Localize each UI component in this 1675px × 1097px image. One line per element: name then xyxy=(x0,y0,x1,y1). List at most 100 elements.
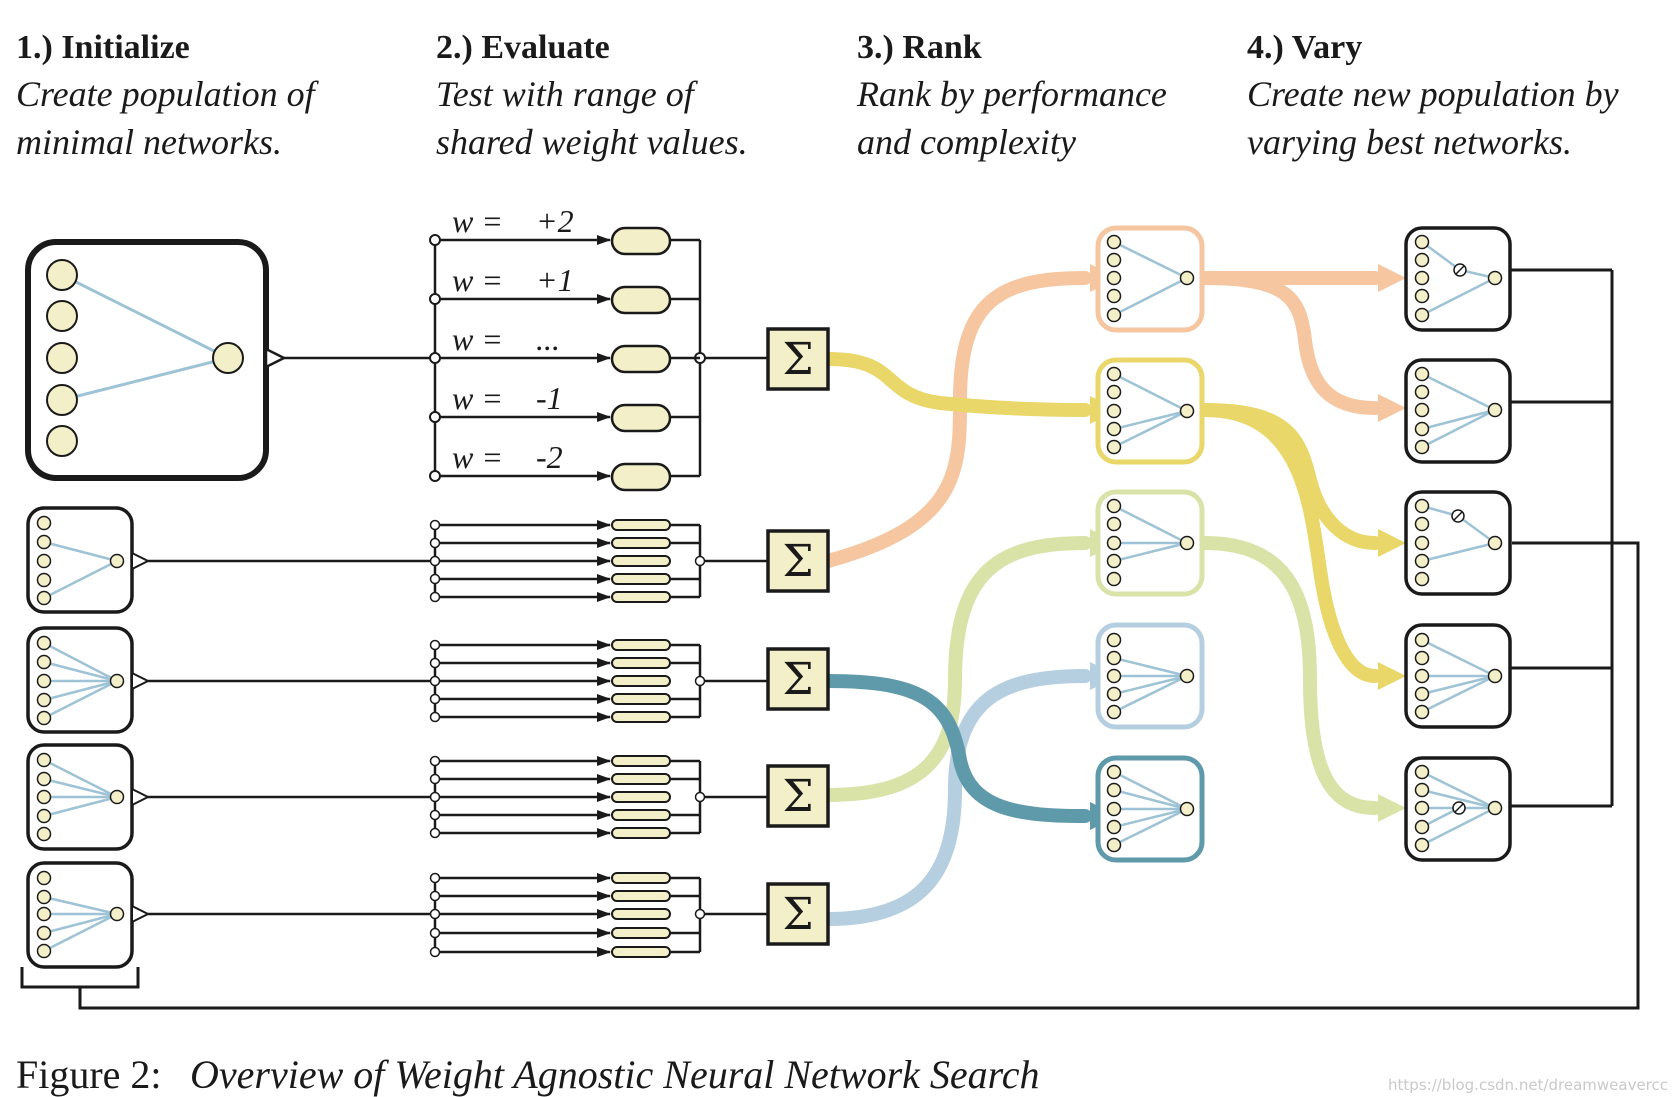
junction xyxy=(429,411,441,423)
sum-box xyxy=(766,647,830,711)
input-node xyxy=(36,553,52,569)
varied-network-5 xyxy=(1404,756,1512,862)
output-port xyxy=(264,346,287,370)
evaluation-pill xyxy=(610,403,672,433)
flow-yellow-vary3 xyxy=(1198,403,1382,550)
network-box xyxy=(1404,358,1512,464)
weight-lhs: w = xyxy=(452,203,503,239)
junctions xyxy=(429,755,706,839)
input-node xyxy=(46,342,78,374)
sum-symbol: Σ xyxy=(782,889,813,940)
sum-box-3: Σ xyxy=(766,764,830,828)
evaluation-pill xyxy=(611,537,671,549)
input-node xyxy=(36,534,52,550)
arrowhead-green-vary5 xyxy=(1378,794,1406,822)
step-vary: 4.) Vary Create new population by varyin… xyxy=(1247,29,1619,162)
compressed-evaluation xyxy=(433,873,768,957)
junction xyxy=(429,352,441,364)
weight-row-0: w = +2 xyxy=(429,203,700,256)
evaluation-pill xyxy=(610,226,672,256)
population-network-3 xyxy=(26,743,768,851)
output-node xyxy=(1179,270,1195,286)
step-desc-line2: and complexity xyxy=(857,122,1076,162)
junctions xyxy=(429,519,706,603)
step-desc-line2: varying best networks. xyxy=(1247,122,1572,162)
compressed-evaluation xyxy=(433,520,768,602)
sum-symbol: Σ xyxy=(782,771,813,822)
weight-row-3: w = -1 xyxy=(429,380,700,433)
input-node xyxy=(36,572,52,588)
compressed-evaluation xyxy=(433,640,768,722)
network-inputs xyxy=(1106,366,1122,455)
hidden-node xyxy=(1453,263,1467,277)
arrowhead-orange-vary2 xyxy=(1378,394,1406,422)
network-box xyxy=(1095,225,1205,333)
evaluation-pill xyxy=(611,555,671,567)
output-node xyxy=(1487,535,1503,551)
sum-box-4: Σ xyxy=(766,882,830,946)
step-desc-line1: Rank by performance xyxy=(856,74,1167,114)
sum-box-1: Σ xyxy=(766,529,830,593)
network-inputs xyxy=(1414,764,1430,853)
junction xyxy=(429,470,441,482)
output-node xyxy=(109,673,125,689)
output-node xyxy=(109,906,125,922)
network-inputs xyxy=(1414,234,1430,323)
evaluation-pill xyxy=(611,591,671,603)
input-node xyxy=(46,425,78,457)
weight-lhs: w = xyxy=(452,380,503,416)
population-bracket xyxy=(20,967,140,989)
output-node xyxy=(1179,535,1195,551)
evaluation-pills xyxy=(611,872,671,958)
ranked-network-5 xyxy=(1095,755,1205,863)
weight-rhs: -1 xyxy=(536,380,563,416)
connection xyxy=(43,540,118,563)
watermark: https://blog.csdn.net/dreamweavercc xyxy=(1388,1076,1668,1094)
output-node xyxy=(1487,402,1503,418)
network-connections xyxy=(61,273,229,402)
network-inputs xyxy=(36,870,52,959)
sum-symbol: Σ xyxy=(782,654,813,705)
ranked-network-3 xyxy=(1095,489,1205,597)
sum-symbol: Σ xyxy=(782,536,813,587)
output-node xyxy=(1487,668,1503,684)
junction xyxy=(429,293,441,305)
population-network-4 xyxy=(26,861,768,969)
output-node xyxy=(1179,801,1195,817)
rank-flows xyxy=(821,271,1382,926)
output-node xyxy=(109,789,125,805)
sum-box xyxy=(766,882,830,946)
population-network-2 xyxy=(26,626,768,734)
network-connections xyxy=(1113,372,1188,449)
flow-lightblue-to-rank4 xyxy=(821,669,1092,926)
arrowhead-yellow-vary3 xyxy=(1378,529,1406,557)
network-box xyxy=(1095,357,1205,465)
caption-label: Figure 2: xyxy=(16,1052,162,1097)
input-node xyxy=(46,259,78,291)
pill-connectors xyxy=(670,523,700,599)
network-connections xyxy=(43,895,118,953)
varied-networks xyxy=(1404,226,1512,862)
junctions xyxy=(429,872,706,958)
evaluation-pills xyxy=(611,755,671,839)
step-title: 3.) Rank xyxy=(857,29,982,66)
feedback-loop xyxy=(20,541,1640,1010)
network-connections xyxy=(1113,504,1188,563)
hidden-node xyxy=(1452,801,1466,815)
ranked-network-2 xyxy=(1095,357,1205,465)
step-title: 4.) Vary xyxy=(1247,29,1362,66)
step-headers: 1.) Initialize Create population of mini… xyxy=(16,29,1619,162)
network-inputs xyxy=(36,515,52,606)
sum-box xyxy=(766,327,830,391)
network-connections xyxy=(1421,372,1496,449)
flow-orange-vary2 xyxy=(1198,271,1382,415)
ranked-network-4 xyxy=(1095,622,1205,730)
flow-green-to-rank3 xyxy=(821,536,1092,802)
connection xyxy=(61,356,229,402)
output-node xyxy=(109,553,125,569)
network-inputs xyxy=(1414,632,1430,720)
population-network-1 xyxy=(26,506,768,614)
evaluation-pills xyxy=(611,519,671,603)
step-desc-line1: Test with range of xyxy=(436,74,699,114)
